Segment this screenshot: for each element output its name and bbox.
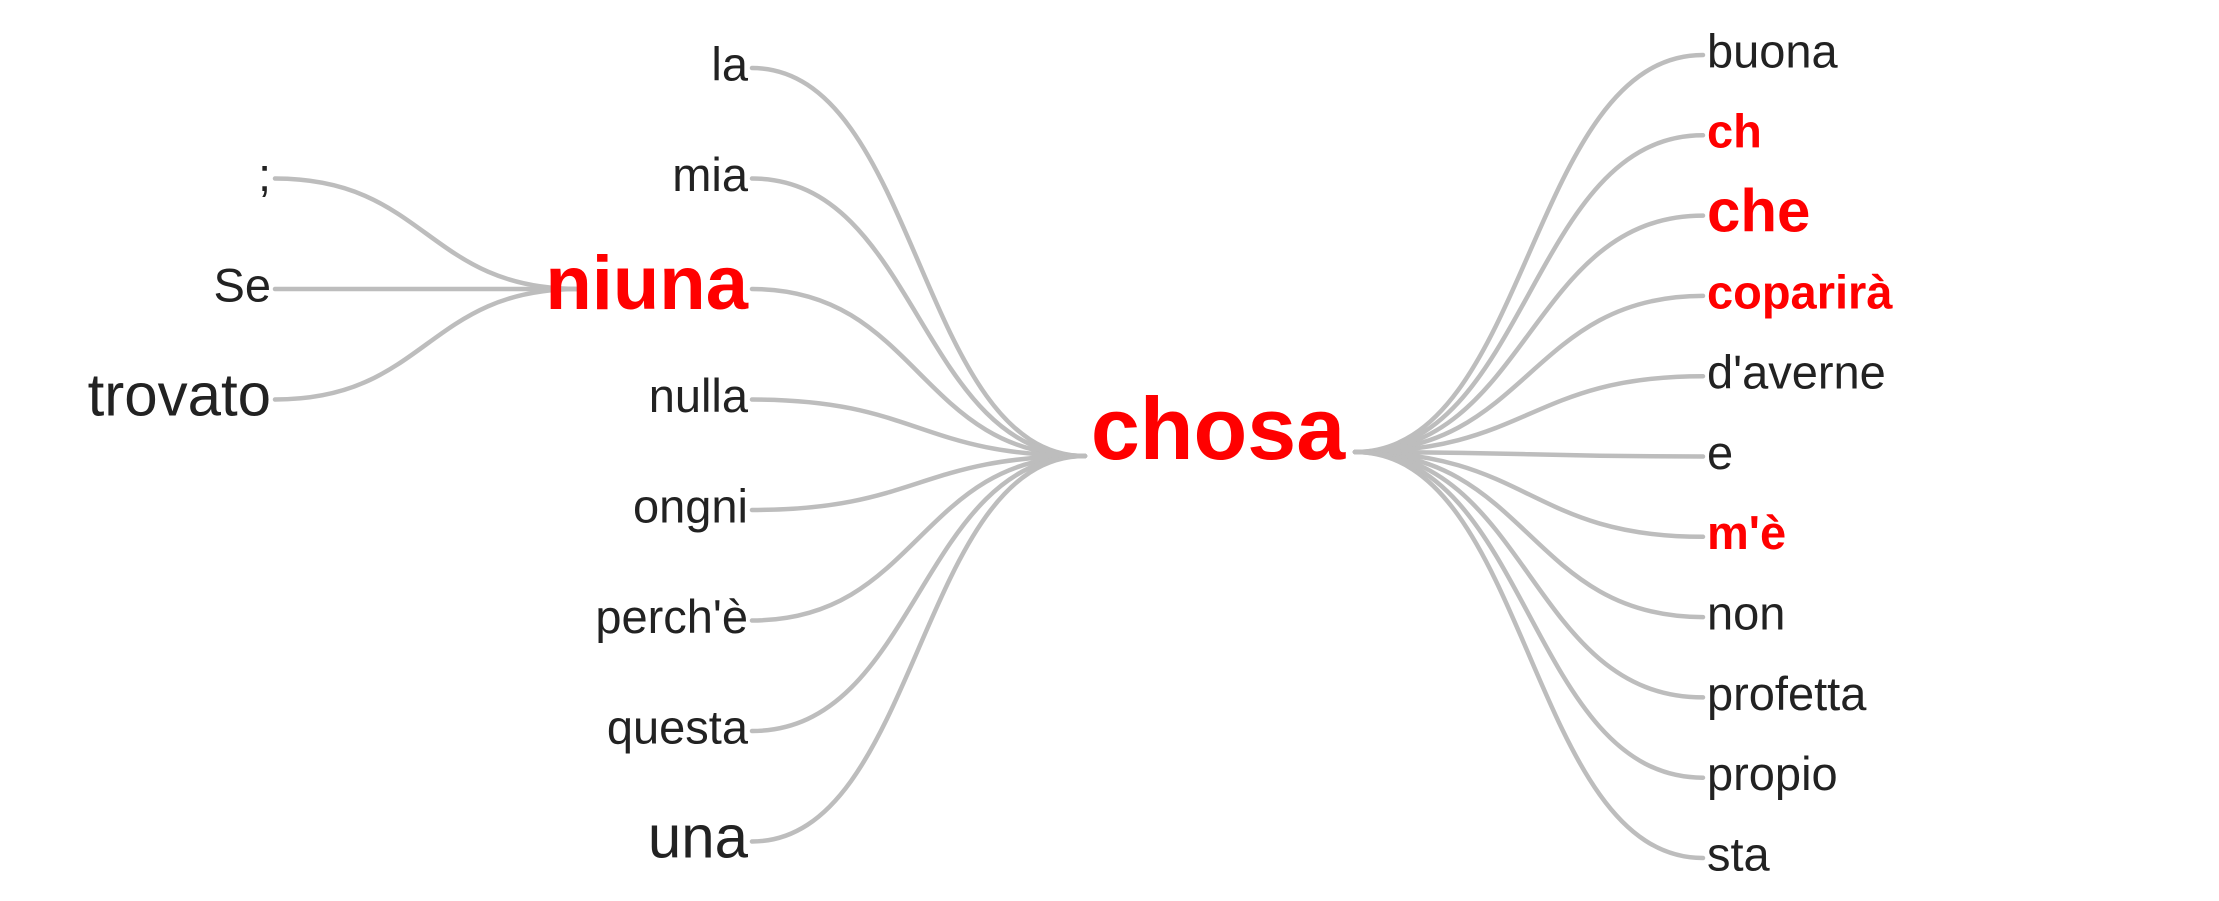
left-word-la[interactable]: la <box>711 37 748 90</box>
link-right-coparira <box>1352 293 1706 455</box>
link-right-profetta <box>1352 449 1706 700</box>
left2-word-trovato[interactable]: trovato <box>88 361 271 428</box>
right-word-buona[interactable]: buona <box>1707 24 1839 77</box>
left-word-nulla[interactable]: nulla <box>649 369 749 422</box>
right-word-d-averne[interactable]: d'averne <box>1707 346 1886 399</box>
link-right-propio <box>1352 449 1706 780</box>
left2-word-punct[interactable]: ; <box>258 148 271 201</box>
link-right-m-e <box>1352 449 1706 540</box>
left-word-perch-e[interactable]: perch'è <box>595 590 748 643</box>
link-left-mia <box>749 176 1088 459</box>
right-word-propio[interactable]: propio <box>1707 747 1838 800</box>
link-left-la <box>749 65 1088 459</box>
link-right-ch <box>1352 133 1706 455</box>
link-right-e <box>1352 449 1706 459</box>
word-tree-links <box>272 52 1706 861</box>
link-left2-punct <box>272 176 581 292</box>
left2-word-se[interactable]: Se <box>214 258 272 311</box>
link-right-sta <box>1352 449 1706 861</box>
left-word-mia[interactable]: mia <box>672 148 749 201</box>
link-left-perch-e <box>749 453 1088 623</box>
left-word-ongni[interactable]: ongni <box>633 479 748 532</box>
right-word-che[interactable]: che <box>1707 177 1810 244</box>
link-left-nulla <box>749 397 1088 459</box>
link-left-ongni <box>749 453 1088 513</box>
right-word-m-e[interactable]: m'è <box>1707 506 1786 559</box>
link-right-d-averne <box>1352 373 1706 455</box>
right-word-sta[interactable]: sta <box>1707 827 1771 880</box>
link-right-buona <box>1352 52 1706 455</box>
link-left-niuna <box>749 286 1088 459</box>
right-word-coparira[interactable]: coparirà <box>1707 265 1893 318</box>
right-word-profetta[interactable]: profetta <box>1707 667 1867 720</box>
word-tree-labels: la mia niuna; Se trovato nulla ongni perch'è que… <box>88 24 1894 880</box>
left-word-questa[interactable]: questa <box>607 700 749 753</box>
link-left2-trovato <box>272 286 581 402</box>
link-right-che <box>1352 213 1706 455</box>
link-left-una <box>749 453 1088 844</box>
link-left-questa <box>749 453 1088 734</box>
right-word-non[interactable]: non <box>1707 587 1785 640</box>
left-word-una[interactable]: una <box>648 803 749 870</box>
left-word-niuna[interactable]: niuna <box>545 241 748 326</box>
right-word-ch[interactable]: ch <box>1707 105 1762 158</box>
root-word[interactable]: chosa <box>1091 379 1346 478</box>
link-right-non <box>1352 449 1706 620</box>
right-word-e[interactable]: e <box>1707 426 1733 479</box>
